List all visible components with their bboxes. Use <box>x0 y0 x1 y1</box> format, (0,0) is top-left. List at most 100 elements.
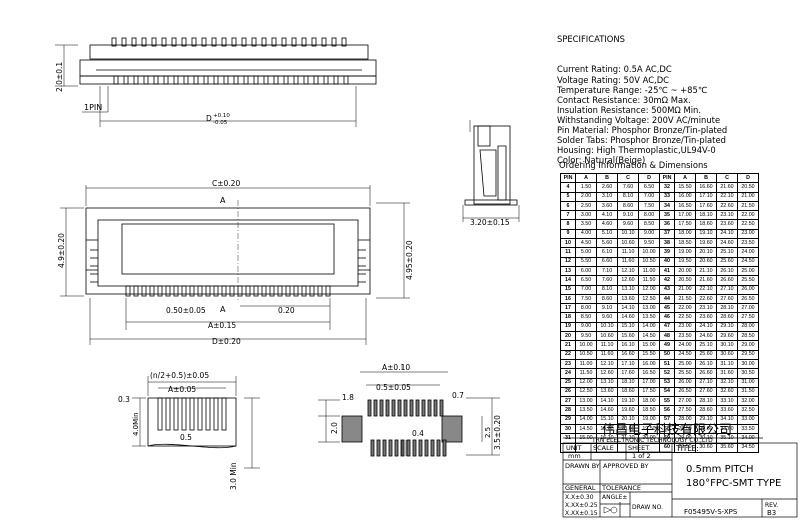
table-cell: 30.60 <box>695 442 717 453</box>
table-cell: 16.10 <box>617 340 639 351</box>
ordering-header-cell: B <box>695 172 717 184</box>
table-cell: 30 <box>560 423 576 435</box>
top-pin <box>131 37 137 47</box>
top-pin-tail <box>253 75 259 85</box>
table-cell: 19 <box>560 321 576 333</box>
rev-value: B3 <box>767 509 776 517</box>
top-pin <box>151 37 157 47</box>
table-cell: 25.10 <box>716 247 738 258</box>
table-cell: 12.00 <box>638 284 660 295</box>
table-cell: 13.00 <box>638 303 660 314</box>
pcb-pad-bottom <box>400 439 405 457</box>
front-a-mark-top: A <box>220 196 226 205</box>
table-cell: 32 <box>659 182 675 193</box>
table-cell: 10.60 <box>617 238 639 249</box>
table-cell: 7 <box>560 210 576 221</box>
table-cell: 13.50 <box>575 405 597 416</box>
table-cell: 17.10 <box>695 191 717 202</box>
table-cell: 5 <box>560 191 576 202</box>
table-cell: 4.60 <box>596 219 618 230</box>
pcb-pad-bottom <box>406 439 411 457</box>
table-cell: 33.60 <box>716 405 738 416</box>
table-cell: 13.50 <box>638 312 660 323</box>
table-cell: 40 <box>659 256 675 267</box>
table-cell: 33.50 <box>737 423 759 435</box>
table-cell: 7.00 <box>575 284 597 295</box>
table-cell: 15.50 <box>674 182 696 193</box>
table-cell: 9.00 <box>575 321 597 333</box>
table-cell: 28.00 <box>737 321 759 333</box>
table-cell: 9 <box>560 228 576 240</box>
table-cell: 5.10 <box>596 228 618 240</box>
table-cell: 10.50 <box>575 349 597 360</box>
tolerance-label: TOLERANCE <box>601 484 641 492</box>
table-cell: 4.10 <box>596 210 618 221</box>
table-cell: 18.60 <box>617 386 639 398</box>
top-pin-tail <box>293 75 299 85</box>
table-cell: 17.00 <box>674 210 696 221</box>
top-pin <box>231 37 237 47</box>
table-cell: 33.10 <box>716 396 738 407</box>
table-cell: 22.00 <box>674 303 696 314</box>
fpc-finger <box>221 397 227 431</box>
top-pin <box>301 37 307 47</box>
table-cell: 18.60 <box>695 219 717 230</box>
table-cell: 32.60 <box>716 386 738 398</box>
table-cell: 11.50 <box>575 368 597 379</box>
table-cell: 11.50 <box>638 275 660 286</box>
approved-by: APPROVED BY <box>603 462 649 470</box>
table-cell: 46 <box>659 312 675 323</box>
table-cell: 16.50 <box>638 368 660 379</box>
top-pin-tail <box>273 75 279 85</box>
table-cell: 19.10 <box>695 228 717 240</box>
spec-line: Voltage Rating: 50V AC,DC <box>557 74 669 85</box>
table-cell: 28.10 <box>716 303 738 314</box>
table-cell: 14 <box>560 275 576 286</box>
table-cell: 21.10 <box>695 265 717 277</box>
table-cell: 17.00 <box>638 377 660 388</box>
table-cell: 57 <box>659 414 675 426</box>
specifications-block: SPECIFICATIONS Current Rating: 0.5A AC,D… <box>557 14 727 176</box>
table-cell: 7.10 <box>596 265 618 277</box>
table-cell: 16.60 <box>695 182 717 193</box>
table-cell: 50 <box>659 349 675 360</box>
table-cell: 9.60 <box>596 312 618 323</box>
table-cell: 12.60 <box>596 368 618 379</box>
table-cell: 16 <box>560 293 576 305</box>
front-pin <box>189 285 195 297</box>
table-cell: 31.00 <box>737 377 759 388</box>
table-cell: 19.60 <box>617 405 639 416</box>
table-cell: 11.00 <box>575 358 597 370</box>
spec-line: Insulation Resistance: 500MΩ Min. <box>557 104 702 115</box>
table-cell: 19.00 <box>674 247 696 258</box>
top-width-tol-bot: -0.05 <box>213 120 228 126</box>
table-cell: 11.00 <box>638 265 660 277</box>
table-cell: 2.60 <box>596 182 618 193</box>
table-cell: 30.60 <box>716 349 738 360</box>
front-pin <box>149 285 155 297</box>
table-cell: 43 <box>659 284 675 295</box>
front-pin <box>133 285 139 297</box>
front-pin <box>317 285 323 297</box>
table-cell: 12.50 <box>575 386 597 398</box>
table-cell: 21.00 <box>674 284 696 295</box>
table-cell: 6 <box>560 200 576 212</box>
table-cell: 14.50 <box>638 331 660 342</box>
table-cell: 7.60 <box>596 275 618 286</box>
title-line-2: 180°FPC-SMT TYPE <box>686 478 781 489</box>
table-cell: 30.00 <box>737 358 759 370</box>
top-pin-tail <box>333 75 339 85</box>
table-cell: 51 <box>659 358 675 370</box>
fpc-len-min: 3.0 Min <box>229 462 238 490</box>
pcb-pad-top <box>397 399 402 417</box>
fpc-finger <box>189 397 195 431</box>
table-cell: 9.50 <box>575 331 597 342</box>
table-cell: 24.10 <box>716 228 738 240</box>
front-a-mark-bottom: A <box>220 305 226 314</box>
top-pin <box>171 37 177 47</box>
